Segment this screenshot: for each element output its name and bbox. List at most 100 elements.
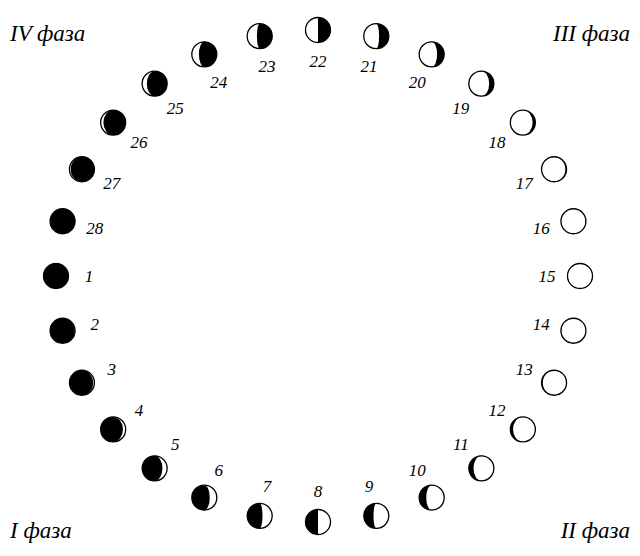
day-number: 21 (360, 58, 377, 75)
phase-label: I фаза (10, 519, 72, 542)
moon-outline (247, 24, 272, 49)
day-number: 7 (263, 477, 272, 494)
moon-outline (568, 264, 593, 289)
moon-phase (50, 209, 75, 234)
moon-outline (247, 503, 272, 528)
moon-dark (69, 370, 94, 395)
moon-dark (542, 157, 567, 182)
moon-dark (50, 318, 75, 343)
moon-lit (63, 318, 76, 343)
moon-lit (364, 24, 379, 49)
moon-outline (419, 485, 444, 510)
moon-outline (561, 318, 586, 343)
moon-phase (419, 42, 444, 67)
moon-lit (142, 71, 155, 96)
moon-outline (101, 110, 126, 135)
day-number: 3 (107, 361, 116, 378)
moon-dark (419, 485, 444, 510)
moon-dark (542, 370, 567, 395)
moon-phase (101, 417, 126, 442)
day-number: 23 (259, 58, 276, 75)
day-number: 2 (90, 315, 99, 332)
day-number: 24 (210, 74, 227, 91)
moon-outline (510, 417, 535, 442)
day-number: 16 (533, 220, 550, 237)
moon-phase (364, 24, 389, 49)
moon-dark (142, 71, 167, 96)
moon-outline (50, 318, 75, 343)
day-number: 28 (86, 220, 103, 237)
moon-phase (568, 264, 593, 289)
moon-lit (204, 485, 217, 510)
moon-phase (542, 157, 567, 182)
moon-dark (469, 456, 494, 481)
moon-outline (101, 417, 126, 442)
moon-phase (510, 417, 535, 442)
moon-outline (44, 264, 69, 289)
moon-phase (101, 110, 126, 135)
moon-lit (318, 510, 330, 535)
day-number: 1 (85, 268, 94, 285)
day-number: 4 (135, 402, 144, 419)
moon-lit (101, 110, 114, 135)
day-number: 22 (310, 53, 327, 70)
moon-dark (568, 264, 593, 289)
moon-outline (142, 456, 167, 481)
moon-outline (542, 370, 567, 395)
moon-lit (192, 42, 204, 67)
moon-lit (260, 503, 273, 528)
moon-dark (419, 42, 444, 67)
moon-outline (69, 157, 94, 182)
moon-lit (82, 370, 95, 395)
moon-dark (247, 503, 272, 528)
day-number: 27 (103, 174, 120, 191)
moon-phase (142, 71, 167, 96)
moon-phase (542, 370, 567, 395)
moon-phase (561, 318, 586, 343)
moon-outline (542, 157, 567, 182)
day-number: 14 (533, 315, 550, 332)
day-number: 15 (539, 268, 556, 285)
moon-dark (469, 71, 494, 96)
moon-dark (50, 209, 75, 234)
day-number: 5 (171, 436, 180, 453)
moon-dark (69, 157, 94, 182)
moon-lit (69, 157, 82, 182)
moon-dark (192, 42, 217, 67)
moon-lit (113, 417, 126, 442)
day-number: 18 (489, 133, 506, 150)
moon-phase (44, 264, 69, 289)
moon-phase (510, 110, 535, 135)
day-number: 20 (409, 74, 426, 91)
moon-phase (364, 503, 389, 528)
moon-phase (192, 42, 217, 67)
moon-lit (561, 318, 586, 343)
moon-dark (192, 485, 217, 510)
moon-dark (561, 209, 586, 234)
moon-dark (510, 417, 535, 442)
phase-label: III фаза (553, 22, 630, 45)
moon-phase (50, 318, 75, 343)
day-number: 10 (409, 461, 426, 478)
moon-dark (510, 110, 535, 135)
moon-phase (247, 503, 272, 528)
moon-outline (192, 42, 217, 67)
day-number: 26 (130, 133, 147, 150)
moon-phase (561, 209, 586, 234)
day-number: 19 (452, 99, 469, 116)
moon-dark (247, 24, 272, 49)
moon-phase (192, 485, 217, 510)
moon-outline (364, 24, 389, 49)
moon-dark (44, 264, 69, 289)
day-number: 12 (489, 402, 506, 419)
moon-outline (561, 209, 586, 234)
day-number: 11 (453, 436, 469, 453)
moon-phase (69, 370, 94, 395)
day-number: 8 (314, 483, 323, 500)
moon-outline (510, 110, 535, 135)
moon-outline (306, 18, 331, 43)
moon-dark (101, 110, 126, 135)
day-number: 9 (365, 477, 374, 494)
moon-outline (306, 510, 331, 535)
